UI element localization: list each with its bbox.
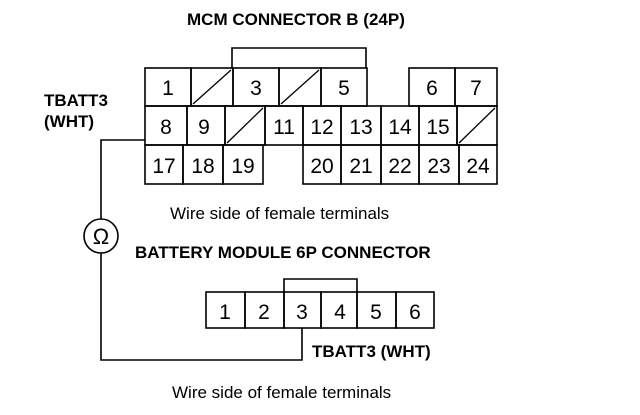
battery-connector-latch [283, 278, 358, 292]
ohm-symbol: Ω [93, 224, 109, 249]
mcm-pin-label: 22 [388, 155, 411, 178]
mcm-pin-label: 15 [426, 116, 449, 139]
mcm-pin-label: 7 [470, 77, 482, 100]
mcm-cell-24 [458, 144, 498, 185]
mcm-pin-label: 23 [427, 155, 450, 178]
mcm-pin-label: 9 [198, 116, 210, 139]
mcm-pin-label: 17 [152, 155, 175, 178]
test-wire-lower [100, 253, 303, 361]
mcm-row-1: 1 3 5 6 7 [144, 67, 498, 107]
mcm-pin-label: 8 [160, 116, 172, 139]
mcm-cell-empty-slash [280, 69, 320, 105]
mcm-cell-empty-slash [458, 107, 496, 144]
mcm-cell-19 [222, 144, 264, 185]
tbatt3-mcm-label-line2: (WHT) [44, 112, 94, 131]
mcm-pin-label: 19 [231, 155, 254, 178]
tbatt3-mcm-label-line1: TBATT3 [44, 91, 108, 110]
battery-pin-label: 1 [219, 301, 231, 324]
mcm-pin-label: 24 [466, 155, 490, 178]
mcm-connector-caption: Wire side of female terminals [170, 204, 389, 223]
battery-connector-caption: Wire side of female terminals [172, 383, 391, 402]
mcm-pin-label: 12 [310, 116, 333, 139]
battery-pin-label: 5 [370, 301, 382, 324]
mcm-pin-label: 18 [191, 155, 214, 178]
mcm-pin-label: 11 [273, 116, 295, 139]
mcm-connector-title: MCM CONNECTOR B (24P) [187, 10, 405, 29]
mcm-row-2: 8 9 11 12 13 14 15 [144, 105, 498, 146]
ohmmeter-test-lead: Ω [83, 139, 303, 361]
battery-connector-title: BATTERY MODULE 6P CONNECTOR [135, 243, 431, 262]
mcm-cell-empty-slash [192, 69, 232, 105]
mcm-pin-label: 13 [349, 116, 372, 139]
battery-cell-6 [395, 291, 435, 329]
mcm-pin-label: 3 [250, 77, 262, 100]
battery-connector: 1 2 3 4 5 6 [205, 278, 435, 329]
battery-pin-label: 3 [296, 301, 308, 324]
mcm-row-3: 17 18 19 20 21 22 23 24 [144, 144, 498, 185]
mcm-connector: 1 3 5 6 7 8 9 11 12 [144, 47, 498, 185]
battery-pin-label: 6 [409, 301, 421, 324]
mcm-cell-empty-slash [226, 107, 264, 144]
battery-pin-label: 4 [334, 301, 346, 324]
mcm-pin-label: 14 [388, 116, 412, 139]
mcm-connector-latch [231, 47, 367, 68]
mcm-pin-label: 5 [338, 77, 350, 100]
tbatt3-battery-label: TBATT3 (WHT) [312, 342, 431, 361]
mcm-pin-label: 6 [426, 77, 438, 100]
mcm-pin-label: 20 [310, 155, 333, 178]
mcm-pin-label: 21 [349, 155, 372, 178]
mcm-pin-label: 1 [162, 77, 174, 100]
test-wire-upper [100, 139, 145, 219]
battery-pin-label: 2 [258, 301, 270, 324]
